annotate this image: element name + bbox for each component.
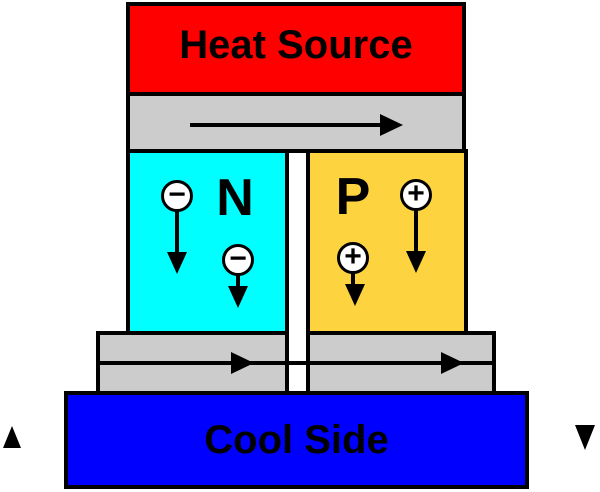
right-arrowhead-icon — [231, 352, 254, 374]
hole-carrier-icon: + — [400, 176, 432, 211]
hole-carrier-icon: + — [337, 239, 369, 274]
right-arrowhead-icon — [380, 114, 403, 136]
minus-symbol: − — [229, 241, 247, 275]
electron-carrier-icon: − — [161, 177, 193, 212]
down-triangle-icon — [575, 425, 595, 450]
cool-side-block: Cool Side — [64, 391, 529, 489]
down-arrow-icon — [414, 209, 418, 251]
top-conductor — [126, 92, 466, 153]
right-arrow-icon — [190, 123, 382, 127]
down-arrowhead-icon — [345, 284, 365, 306]
plus-symbol: + — [407, 176, 425, 210]
right-arrowhead-icon — [441, 352, 464, 374]
n-type-label: N — [216, 169, 254, 227]
down-arrowhead-icon — [167, 252, 187, 274]
down-arrowhead-icon — [406, 251, 426, 273]
heat-source-block: Heat Source — [126, 2, 466, 96]
heat-source-label: Heat Source — [179, 22, 413, 67]
down-arrow-icon — [351, 272, 355, 284]
n-type-semiconductor-block — [126, 149, 289, 335]
cool-side-label: Cool Side — [204, 417, 389, 462]
bottom-current-line — [96, 361, 496, 365]
electron-carrier-icon: − — [222, 241, 254, 276]
down-arrow-icon — [236, 274, 240, 286]
p-type-semiconductor-block — [306, 149, 468, 335]
down-arrowhead-icon — [228, 286, 248, 308]
down-arrow-icon — [175, 210, 179, 252]
plus-symbol: + — [344, 239, 362, 273]
minus-symbol: − — [168, 177, 186, 211]
up-triangle-icon — [3, 426, 21, 448]
p-type-label: P — [335, 168, 371, 226]
